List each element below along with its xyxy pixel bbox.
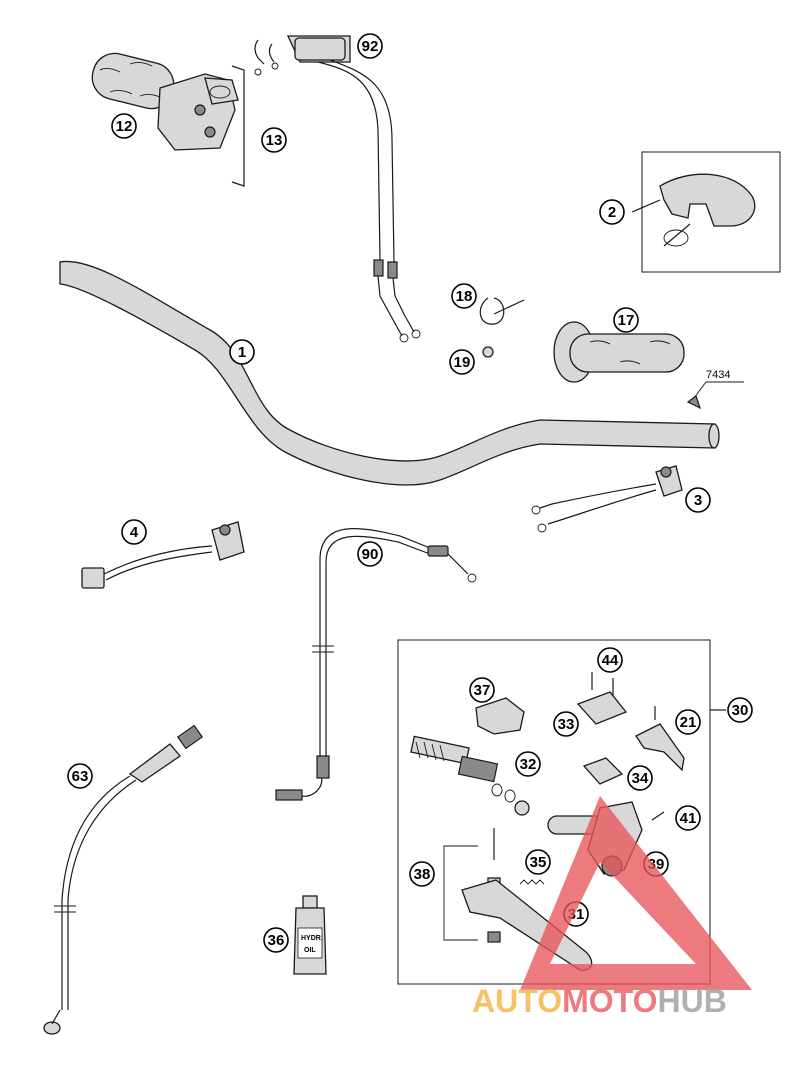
part-number-circle: [121, 519, 147, 545]
part-number-18: 18: [451, 283, 477, 309]
part-number-text: 36: [268, 932, 285, 949]
part-number-text: 1: [238, 344, 246, 361]
watermark-text-hub: HUB: [657, 983, 726, 1019]
part-number-text: 34: [632, 770, 649, 787]
part-number-text: 90: [362, 546, 379, 563]
part-number-circle: [613, 307, 639, 333]
watermark-triangle-icon: [520, 796, 752, 990]
part-number-text: 13: [266, 132, 283, 149]
part-number-circle: [261, 127, 287, 153]
part-number-circle: [599, 199, 625, 225]
cable-tie-and-nut: [479, 297, 525, 358]
reference-code-7434: 7434: [706, 369, 730, 381]
part-number-circle: [727, 697, 753, 723]
part-number-63: 63: [67, 763, 93, 789]
part-number-text: 44: [602, 652, 619, 669]
part-number-circle: [675, 709, 701, 735]
oil-label-line-2: OIL: [304, 947, 316, 954]
part-number-3: 3: [685, 487, 711, 513]
part-number-text: 4: [130, 524, 139, 541]
callout-labels: 1234121317181921303132333435363738394144…: [67, 33, 753, 953]
part-number-35: 35: [525, 849, 551, 875]
brake-hose: [43, 724, 204, 1035]
part-number-33: 33: [553, 711, 579, 737]
kill-switch-right: [531, 465, 683, 533]
part-number-4: 4: [121, 519, 147, 545]
part-number-19: 19: [449, 349, 475, 375]
part-number-circle: [357, 33, 383, 59]
part-number-12: 12: [111, 113, 137, 139]
part-number-circle: [627, 765, 653, 791]
part-number-circle: [469, 677, 495, 703]
watermark-text-auto: AUTO: [472, 983, 562, 1019]
part-number-17: 17: [613, 307, 639, 333]
part-number-circle: [357, 541, 383, 567]
part-number-36: 36: [263, 927, 289, 953]
clutch-cable: [275, 528, 477, 801]
throttle-cable-assembly: [254, 35, 421, 343]
part-number-circle: [685, 487, 711, 513]
hydraulic-oil-bottle: [293, 895, 327, 975]
part-number-text: 35: [530, 854, 547, 871]
svg-text:AUTOMOTOHUB: AUTOMOTOHUB: [472, 983, 727, 1019]
throttle-grip-assembly: [91, 52, 245, 187]
part-number-circle: [111, 113, 137, 139]
part-number-text: 38: [414, 866, 431, 883]
part-number-text: 63: [72, 768, 89, 785]
part-number-circle: [515, 751, 541, 777]
part-number-text: 17: [618, 312, 635, 329]
handlebar-grip: [553, 321, 744, 410]
part-number-circle: [451, 283, 477, 309]
part-number-1: 1: [229, 339, 255, 365]
part-number-37: 37: [469, 677, 495, 703]
part-number-34: 34: [627, 765, 653, 791]
part-number-text: 37: [474, 682, 491, 699]
part-number-circle: [525, 849, 551, 875]
handlebar: [59, 260, 720, 486]
watermark-text-moto: MOTO: [562, 983, 657, 1019]
part-number-32: 32: [515, 751, 541, 777]
part-number-circle: [229, 339, 255, 365]
part-number-text: 3: [694, 492, 702, 509]
watermark-logo: AUTOMOTOHUB: [472, 796, 752, 1019]
part-number-90: 90: [357, 541, 383, 567]
part-number-circle: [675, 805, 701, 831]
part-number-circle: [263, 927, 289, 953]
part-number-92: 92: [357, 33, 383, 59]
part-number-text: 30: [732, 702, 749, 719]
part-number-text: 19: [454, 354, 471, 371]
hand-guard-assembly: [631, 151, 781, 273]
part-number-circle: [409, 861, 435, 887]
part-number-text: 33: [558, 716, 575, 733]
part-number-38: 38: [409, 861, 435, 887]
part-number-2: 2: [599, 199, 625, 225]
part-number-text: 18: [456, 288, 473, 305]
part-number-text: 41: [680, 810, 697, 827]
part-number-21: 21: [675, 709, 701, 735]
part-number-text: 2: [608, 204, 616, 221]
part-number-text: 12: [116, 118, 133, 135]
part-number-text: 32: [520, 756, 537, 773]
part-number-circle: [553, 711, 579, 737]
kill-switch-left: [81, 521, 245, 589]
part-number-30: 30: [727, 697, 753, 723]
oil-label-line-1: HYDR.: [301, 935, 323, 942]
part-number-text: 92: [362, 38, 379, 55]
part-number-13: 13: [261, 127, 287, 153]
part-number-circle: [449, 349, 475, 375]
part-number-41: 41: [675, 805, 701, 831]
part-number-text: 21: [680, 714, 697, 731]
part-number-circle: [597, 647, 623, 673]
part-number-circle: [67, 763, 93, 789]
part-number-44: 44: [597, 647, 623, 673]
